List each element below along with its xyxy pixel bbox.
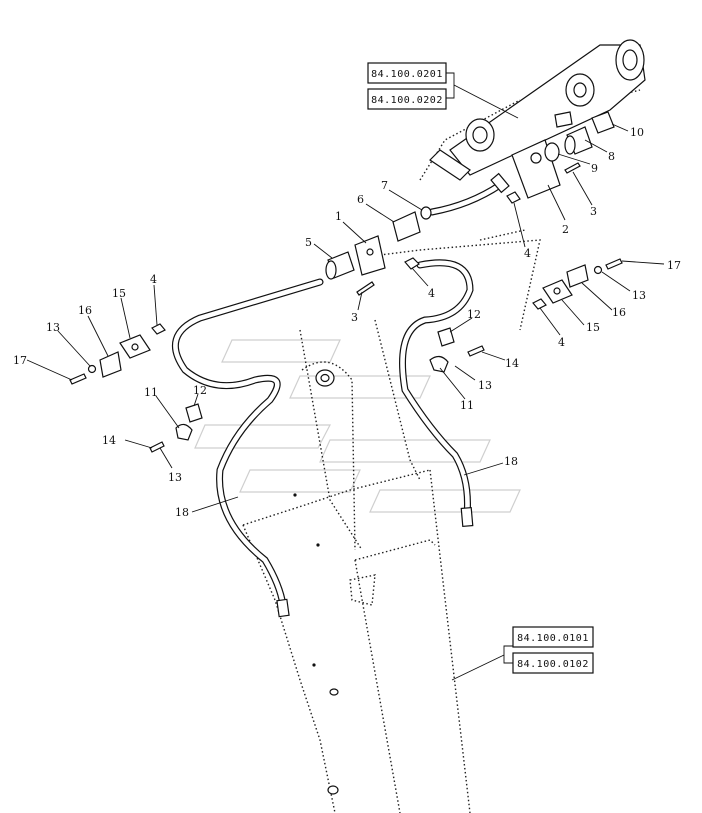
leader-lines bbox=[26, 72, 665, 681]
callout-10: 10 bbox=[630, 126, 644, 139]
callout-5: 5 bbox=[305, 236, 312, 249]
callout-15: 15 bbox=[112, 287, 126, 300]
callout-18: 18 bbox=[175, 506, 189, 519]
callout-numbers: 1 2 3 3 4 4 4 4 5 6 7 8 9 10 11 11 12 12… bbox=[13, 126, 681, 519]
reference-code: 84.100.0101 bbox=[517, 633, 589, 644]
callout-13: 13 bbox=[168, 471, 182, 484]
callout-3: 3 bbox=[351, 311, 358, 324]
callout-1: 1 bbox=[335, 210, 342, 223]
callout-17: 17 bbox=[667, 259, 681, 272]
reference-box-bottom-2: 84.100.0102 bbox=[512, 652, 594, 674]
callout-7: 7 bbox=[381, 179, 388, 192]
callout-12: 12 bbox=[467, 308, 481, 321]
callout-4: 4 bbox=[524, 247, 531, 260]
fittings-and-brackets bbox=[69, 111, 623, 453]
callout-4: 4 bbox=[428, 287, 435, 300]
hydraulic-cylinder bbox=[429, 39, 646, 181]
hydraulic-hoses bbox=[172, 172, 510, 618]
callout-6: 6 bbox=[357, 193, 364, 206]
reference-code: 84.100.0201 bbox=[371, 69, 443, 80]
callout-16: 16 bbox=[612, 306, 626, 319]
callout-15: 15 bbox=[586, 321, 600, 334]
callout-8: 8 bbox=[608, 150, 615, 163]
callout-17: 17 bbox=[13, 354, 27, 367]
callout-4: 4 bbox=[558, 336, 565, 349]
callout-12: 12 bbox=[193, 384, 207, 397]
reference-box-bottom-1: 84.100.0101 bbox=[512, 626, 594, 648]
loader-boom bbox=[242, 89, 641, 813]
callout-3: 3 bbox=[590, 205, 597, 218]
callout-14: 14 bbox=[102, 434, 116, 447]
callout-11: 11 bbox=[460, 399, 474, 412]
callout-11: 11 bbox=[144, 386, 158, 399]
callout-18: 18 bbox=[504, 455, 518, 468]
callout-9: 9 bbox=[591, 162, 598, 175]
callout-2: 2 bbox=[562, 223, 569, 236]
reference-code: 84.100.0202 bbox=[371, 95, 443, 106]
callout-16: 16 bbox=[78, 304, 92, 317]
callout-4: 4 bbox=[150, 273, 157, 286]
callout-13: 13 bbox=[478, 379, 492, 392]
callout-13: 13 bbox=[632, 289, 646, 302]
reference-box-top-1: 84.100.0201 bbox=[367, 62, 447, 84]
reference-box-top-2: 84.100.0202 bbox=[367, 88, 447, 110]
reference-code: 84.100.0102 bbox=[517, 659, 589, 670]
callout-14: 14 bbox=[505, 357, 519, 370]
callout-13: 13 bbox=[46, 321, 60, 334]
